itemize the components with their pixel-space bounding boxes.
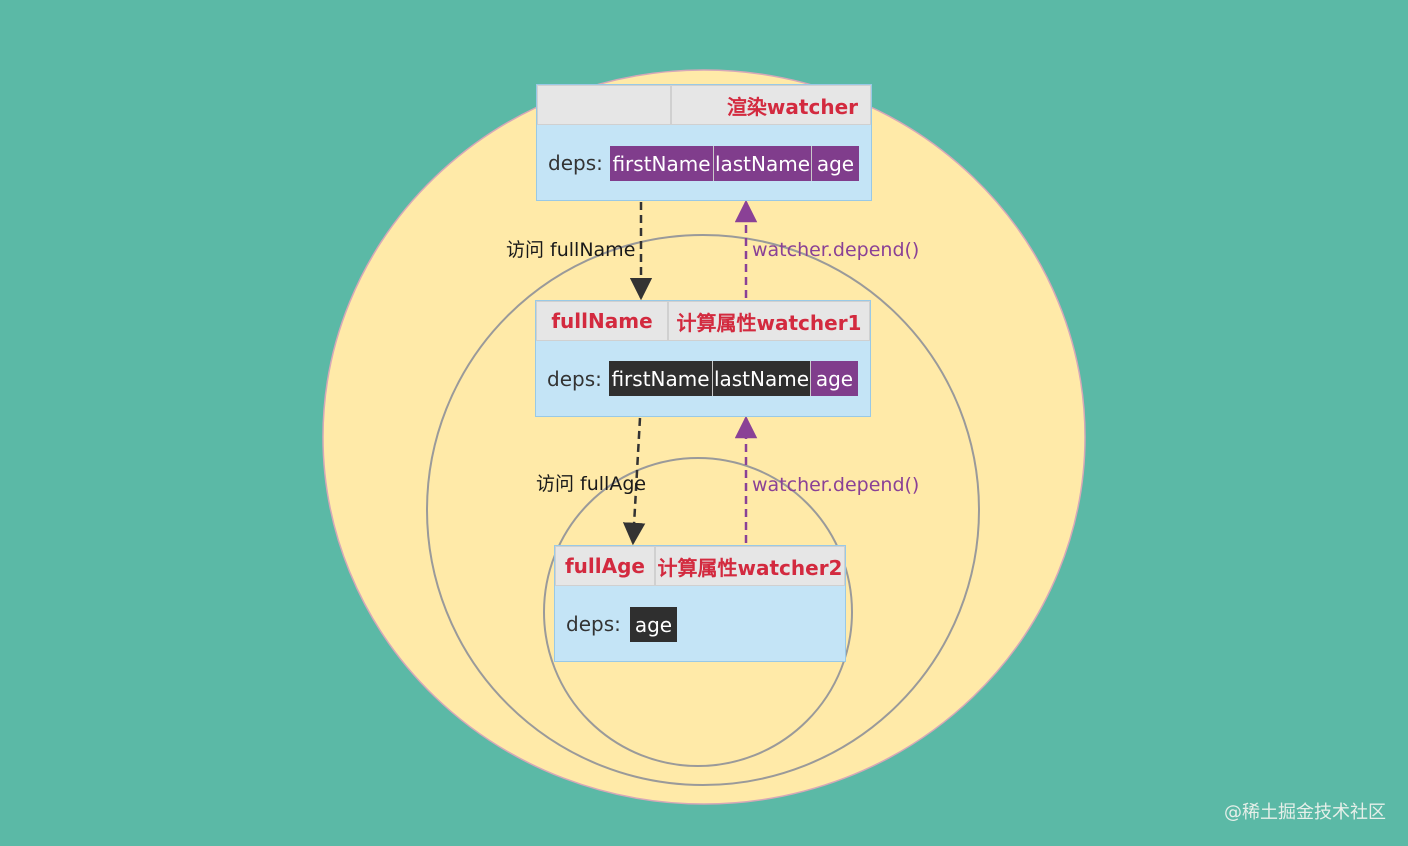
- computed-watcher-2-card: fullAge 计算属性watcher2 deps: age: [554, 545, 846, 662]
- render-watcher-title: 渲染watcher: [671, 85, 871, 125]
- render-watcher-deps-label: deps:: [548, 151, 603, 175]
- render-watcher-card: 渲染watcher deps: firstName lastName age: [536, 84, 872, 201]
- middle-scope-circle: [426, 234, 980, 786]
- computed-watcher-1-deps-label: deps:: [547, 367, 602, 391]
- render-watcher-header: 渲染watcher: [537, 85, 871, 125]
- fullname-dep-firstname: firstName: [609, 361, 713, 396]
- computed-watcher-1-card: fullName 计算属性watcher1 deps: firstName la…: [535, 300, 871, 417]
- inner-scope-circle: [543, 457, 853, 767]
- computed-watcher-2-title: 计算属性watcher2: [655, 546, 845, 586]
- computed-watcher-2-deps-label: deps:: [566, 612, 621, 636]
- render-dep-lastname: lastName: [714, 146, 812, 181]
- computed-watcher-1-name: fullName: [536, 301, 668, 341]
- render-watcher-header-left: [537, 85, 671, 125]
- fullname-dep-lastname: lastName: [713, 361, 811, 396]
- outer-scope-circle: [322, 69, 1086, 805]
- computed-watcher-2-name: fullAge: [555, 546, 655, 586]
- render-dep-age: age: [812, 146, 859, 181]
- depend-label-2: watcher.depend(): [752, 474, 920, 496]
- fullage-dep-age: age: [630, 607, 677, 642]
- fullname-dep-age: age: [811, 361, 858, 396]
- computed-watcher-1-title: 计算属性watcher1: [668, 301, 870, 341]
- depend-label-1: watcher.depend(): [752, 239, 920, 261]
- computed-watcher-1-header: fullName 计算属性watcher1: [536, 301, 870, 341]
- access-fullage-label: 访问 fullAge: [536, 473, 647, 495]
- access-fullage-arrow: [622, 417, 646, 546]
- watermark: @稀土掘金技术社区: [1224, 802, 1386, 823]
- render-dep-firstname: firstName: [610, 146, 714, 181]
- access-fullname-label: 访问 fullName: [506, 239, 636, 261]
- computed-watcher-2-header: fullAge 计算属性watcher2: [555, 546, 845, 586]
